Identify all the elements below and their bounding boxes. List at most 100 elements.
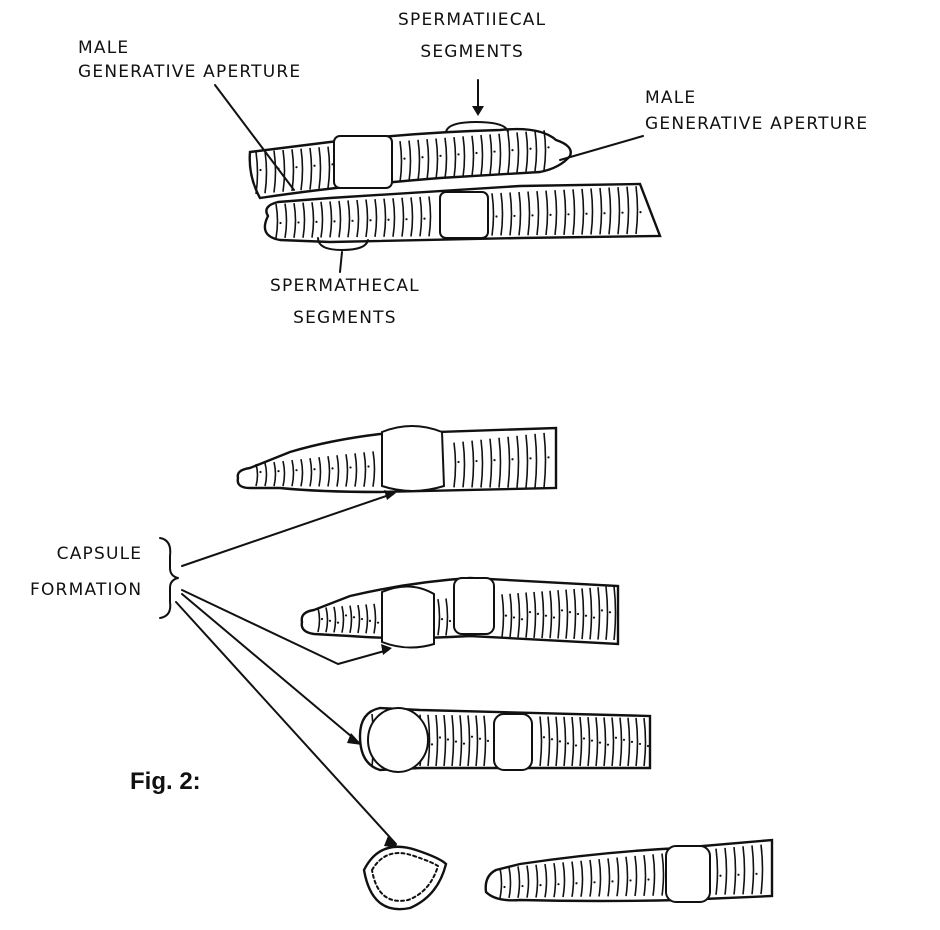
stipple-dot xyxy=(737,874,739,876)
stipple-dot xyxy=(593,616,595,618)
stipple-dot xyxy=(647,745,649,747)
stipple-dot xyxy=(529,148,531,150)
stipple-dot xyxy=(629,879,631,881)
stipple-dot xyxy=(615,737,617,739)
stipple-dot xyxy=(559,740,561,742)
stipple-dot xyxy=(549,214,551,216)
stipple-dot xyxy=(569,611,571,613)
upper-worm-clitellum xyxy=(334,136,392,188)
stipple-dot xyxy=(513,215,515,217)
stipple-dot xyxy=(361,618,363,620)
stipple-dot xyxy=(369,620,371,622)
stipple-dot xyxy=(345,614,347,616)
stipple-dot xyxy=(521,618,523,620)
stipple-dot xyxy=(575,882,577,884)
stipple-dot xyxy=(329,620,331,622)
stipple-dot xyxy=(585,213,587,215)
stipple-dot xyxy=(295,166,297,168)
stipple-dot xyxy=(539,884,541,886)
stipple-dot xyxy=(333,220,335,222)
stipple-dot xyxy=(583,737,585,739)
stipple-dot xyxy=(601,609,603,611)
stipple-dot xyxy=(259,471,261,473)
stipple-dot xyxy=(551,738,553,740)
stipple-dot xyxy=(441,618,443,620)
stipple-dot xyxy=(647,878,649,880)
stipple-dot xyxy=(463,743,465,745)
stipple-dot xyxy=(447,738,449,740)
stipple-dot xyxy=(617,613,619,615)
stipple-dot xyxy=(431,743,433,745)
stipple-dot xyxy=(479,738,481,740)
stipple-dot xyxy=(585,615,587,617)
stipple-dot xyxy=(259,169,261,171)
stipple-dot xyxy=(561,609,563,611)
stipple-dot xyxy=(513,616,515,618)
stipple-dot xyxy=(531,214,533,216)
arrow-to-worm-1 xyxy=(182,494,392,566)
stipple-dot xyxy=(511,149,513,151)
stipple-dot xyxy=(475,152,477,154)
stipple-dot xyxy=(639,211,641,213)
worm-2-clitellum xyxy=(454,578,494,634)
worm-1-capsule xyxy=(382,426,444,491)
stipple-dot xyxy=(487,740,489,742)
stipple-dot xyxy=(277,470,279,472)
worm-4-clitellum xyxy=(666,846,710,902)
stipple-dot xyxy=(353,616,355,618)
stipple-dot xyxy=(623,739,625,741)
stipple-dot xyxy=(567,742,569,744)
stipple-dot xyxy=(719,875,721,877)
stipple-dot xyxy=(331,467,333,469)
stipple-dot xyxy=(575,744,577,746)
stipple-dot xyxy=(521,885,523,887)
leader-male-aperture-right xyxy=(560,136,643,160)
stipple-dot xyxy=(457,461,459,463)
stipple-dot xyxy=(593,881,595,883)
stipple-dot xyxy=(321,618,323,620)
stipple-dot xyxy=(295,469,297,471)
leader-spermathecal-bottom xyxy=(340,252,342,272)
worm-3-capsule xyxy=(368,708,428,772)
stipple-dot xyxy=(639,743,641,745)
stipple-dot xyxy=(591,739,593,741)
stipple-dot xyxy=(313,468,315,470)
stipple-dot xyxy=(449,620,451,622)
lower-worm-clitellum xyxy=(440,192,488,238)
stipple-dot xyxy=(529,457,531,459)
stipple-dot xyxy=(537,613,539,615)
stipple-dot xyxy=(297,221,299,223)
stipple-dot xyxy=(493,150,495,152)
stipple-dot xyxy=(369,219,371,221)
stipple-dot xyxy=(611,880,613,882)
stipple-dot xyxy=(557,883,559,885)
stipple-dot xyxy=(547,456,549,458)
stipple-dot xyxy=(423,218,425,220)
stipple-dot xyxy=(607,744,609,746)
stipple-dot xyxy=(279,222,281,224)
stipple-dot xyxy=(609,611,611,613)
stipple-dot xyxy=(543,736,545,738)
stipple-dot xyxy=(471,736,473,738)
stipple-dot xyxy=(405,218,407,220)
stipple-dot xyxy=(313,165,315,167)
stipple-dot xyxy=(621,212,623,214)
stipple-dot xyxy=(755,873,757,875)
stipple-dot xyxy=(349,466,351,468)
stipple-dot xyxy=(403,158,405,160)
worm-2-capsule xyxy=(382,586,434,647)
stipple-dot xyxy=(545,615,547,617)
stipple-dot xyxy=(503,886,505,888)
stipple-dot xyxy=(457,153,459,155)
stipple-dot xyxy=(439,736,441,738)
capsule-brace xyxy=(160,538,178,618)
stipple-dot xyxy=(603,212,605,214)
stipple-dot xyxy=(631,741,633,743)
stipple-dot xyxy=(337,622,339,624)
stipple-dot xyxy=(421,156,423,158)
stipple-dot xyxy=(529,611,531,613)
stipple-dot xyxy=(495,215,497,217)
stipple-dot xyxy=(567,213,569,215)
stipple-dot xyxy=(547,146,549,148)
